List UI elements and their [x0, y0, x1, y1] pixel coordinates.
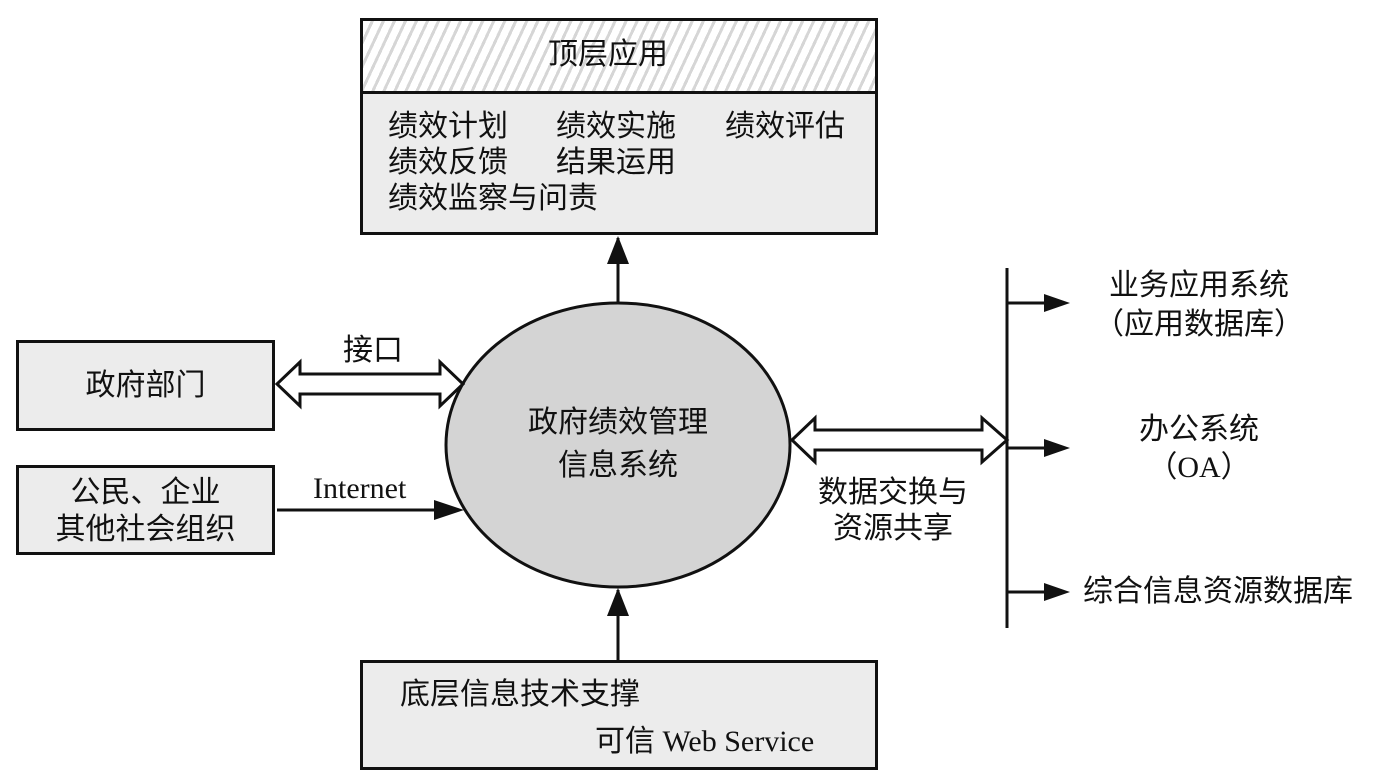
- item-supervision: 绩效监察与问责: [388, 181, 598, 216]
- business-line1: 业务应用系统: [1109, 268, 1289, 303]
- item-evaluate: 绩效评估: [725, 109, 845, 144]
- integrated-db-label: 综合信息资源数据库: [1083, 574, 1353, 609]
- item-implement: 绩效实施: [556, 109, 676, 144]
- bottom-line1: 底层信息技术支撑: [400, 677, 640, 712]
- gov-dept-label: 政府部门: [85, 368, 206, 403]
- core-ellipse: [444, 301, 792, 589]
- interface-double-arrow: [274, 358, 466, 410]
- core-line2: 信息系统: [558, 448, 678, 483]
- office-line1: 办公系统: [1139, 412, 1259, 447]
- bottom-line2: 可信 Web Service: [595, 725, 815, 758]
- item-feedback: 绩效反馈: [388, 145, 508, 180]
- exchange-label-line2: 资源共享: [833, 511, 953, 546]
- branch-integrated-head: [1044, 583, 1070, 601]
- core-line1: 政府绩效管理: [528, 405, 708, 440]
- citizens-line2: 其他社会组织: [55, 512, 236, 547]
- top-app-title: 顶层应用: [548, 37, 668, 72]
- internet-arrow-head: [434, 500, 464, 520]
- branch-business-head: [1044, 294, 1070, 312]
- business-line2: （应用数据库）: [1094, 307, 1304, 342]
- arrow-head-up-top: [607, 236, 629, 264]
- gov-dept-box: 政府部门: [16, 340, 275, 431]
- exchange-double-arrow: [789, 414, 1010, 466]
- top-app-box: 顶层应用 绩效计划 绩效实施 绩效评估 绩效反馈 结果运用 绩效监察与问责: [360, 18, 878, 235]
- exchange-label-line1: 数据交换与: [818, 475, 968, 510]
- bottom-support-box: 底层信息技术支撑 可信 Web Service: [360, 660, 878, 770]
- office-line2: （OA）: [1147, 451, 1251, 484]
- internet-label: Internet: [313, 472, 407, 505]
- item-plan: 绩效计划: [388, 109, 508, 144]
- branch-office-head: [1044, 439, 1070, 457]
- citizens-line1: 公民、企业: [70, 475, 221, 510]
- arrow-head-up-core: [607, 588, 629, 616]
- top-app-header: [363, 21, 875, 94]
- citizens-box: 公民、企业 其他社会组织: [16, 465, 275, 555]
- interface-label: 接口: [343, 333, 403, 368]
- item-results: 结果运用: [556, 145, 676, 180]
